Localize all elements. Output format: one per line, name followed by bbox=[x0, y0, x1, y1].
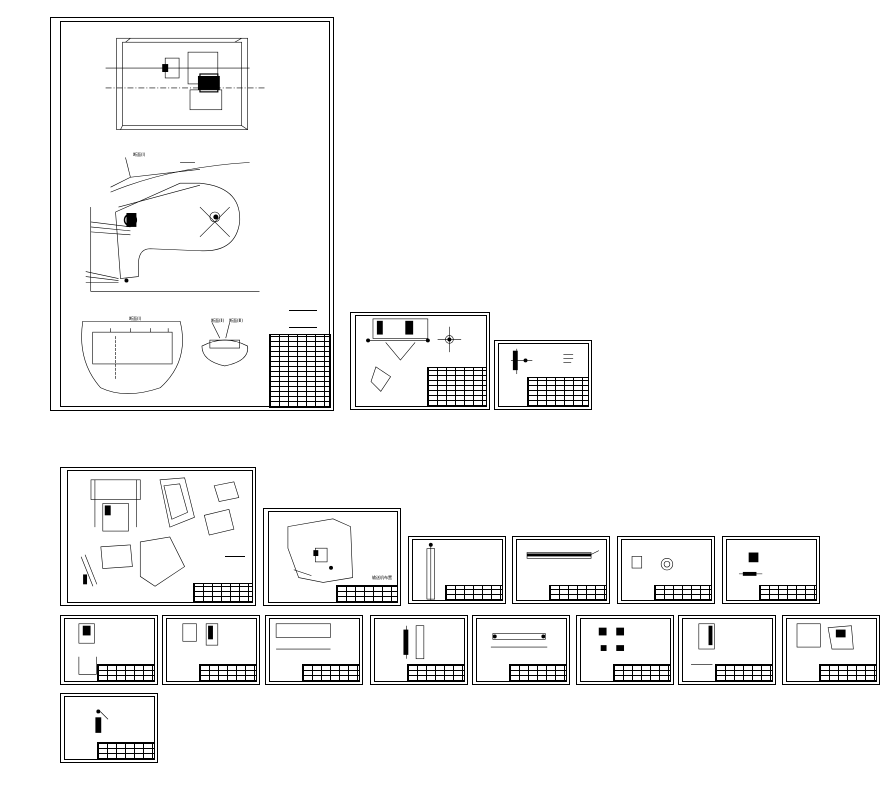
sheet-frame bbox=[67, 470, 253, 603]
title-block bbox=[269, 334, 331, 408]
section-label-d: 断面(Ⅲ) bbox=[229, 318, 243, 323]
drawing-sheet-4[interactable] bbox=[60, 467, 256, 606]
drawing-sheet-15[interactable] bbox=[576, 615, 674, 685]
title-block bbox=[445, 585, 503, 601]
title-block bbox=[97, 664, 155, 682]
detail-drawing-17 bbox=[796, 623, 854, 650]
title-block bbox=[527, 377, 589, 407]
sheet-frame bbox=[60, 21, 330, 407]
drawing-sheet-8[interactable] bbox=[617, 536, 715, 604]
title-block bbox=[549, 585, 607, 601]
title-block bbox=[97, 742, 155, 760]
drawing-sheet-6[interactable] bbox=[408, 536, 506, 604]
drawing-sheet-3[interactable] bbox=[494, 340, 592, 410]
drawing-sheet-17[interactable] bbox=[782, 615, 880, 685]
sheet-frame bbox=[268, 511, 398, 603]
detail-drawing-15 bbox=[598, 627, 625, 651]
drawing-sheet-16[interactable] bbox=[678, 615, 776, 685]
title-block bbox=[819, 664, 877, 682]
title-block bbox=[509, 664, 567, 682]
title-block bbox=[759, 585, 817, 601]
technical-notes bbox=[225, 556, 245, 567]
detail-drawing-18 bbox=[95, 709, 109, 733]
sheet-frame bbox=[355, 315, 487, 407]
title-block bbox=[199, 664, 257, 682]
detail-drawing-2 bbox=[366, 318, 462, 392]
title-block bbox=[336, 585, 398, 603]
detail-drawing-11 bbox=[182, 623, 219, 646]
detail-drawing-10 bbox=[78, 623, 97, 675]
general-arrangement-drawing bbox=[81, 37, 265, 395]
title-block bbox=[302, 664, 360, 682]
section-label-c: 断面(Ⅱ) bbox=[211, 318, 225, 323]
title-block bbox=[715, 664, 773, 682]
drawing-sheet-11[interactable] bbox=[162, 615, 260, 685]
detail-drawing-8 bbox=[631, 556, 674, 571]
technical-notes bbox=[289, 310, 317, 328]
layout-note: 输送机布置 bbox=[372, 575, 392, 580]
drawing-sheet-2[interactable] bbox=[350, 312, 490, 410]
title-block bbox=[613, 664, 671, 682]
layout-drawing-5 bbox=[287, 518, 353, 583]
section-label-a: 断面(Ⅰ) bbox=[133, 152, 146, 157]
detail-drawing-13 bbox=[403, 625, 425, 660]
detail-drawing-6 bbox=[426, 542, 435, 602]
drawing-sheet-9[interactable] bbox=[722, 536, 820, 604]
detail-drawing-9 bbox=[738, 552, 763, 576]
title-block bbox=[427, 367, 487, 407]
drawing-sheet-general-arrangement[interactable]: 断面(Ⅰ) 断面(Ⅰ) 断面(Ⅱ) 断面(Ⅲ) bbox=[50, 17, 334, 411]
title-block bbox=[407, 664, 465, 682]
detail-drawing-16 bbox=[691, 623, 715, 665]
title-block bbox=[193, 583, 253, 603]
detail-drawing-7 bbox=[526, 550, 599, 559]
drawing-sheet-7[interactable] bbox=[512, 536, 610, 604]
drawing-sheet-10[interactable] bbox=[60, 615, 158, 685]
drawing-sheet-18[interactable] bbox=[60, 693, 158, 763]
drawing-sheet-5[interactable]: 输送机布置 bbox=[263, 508, 401, 606]
detail-drawing-12 bbox=[275, 623, 331, 650]
section-label-b: 断面(Ⅰ) bbox=[129, 316, 142, 321]
drawing-sheet-14[interactable] bbox=[472, 615, 570, 685]
drawing-sheet-13[interactable] bbox=[370, 615, 468, 685]
drawing-sheet-12[interactable] bbox=[265, 615, 363, 685]
title-block bbox=[654, 585, 712, 601]
detail-drawing-4 bbox=[80, 477, 240, 587]
detail-drawing-14 bbox=[490, 633, 548, 648]
detail-drawing-3 bbox=[510, 348, 574, 375]
